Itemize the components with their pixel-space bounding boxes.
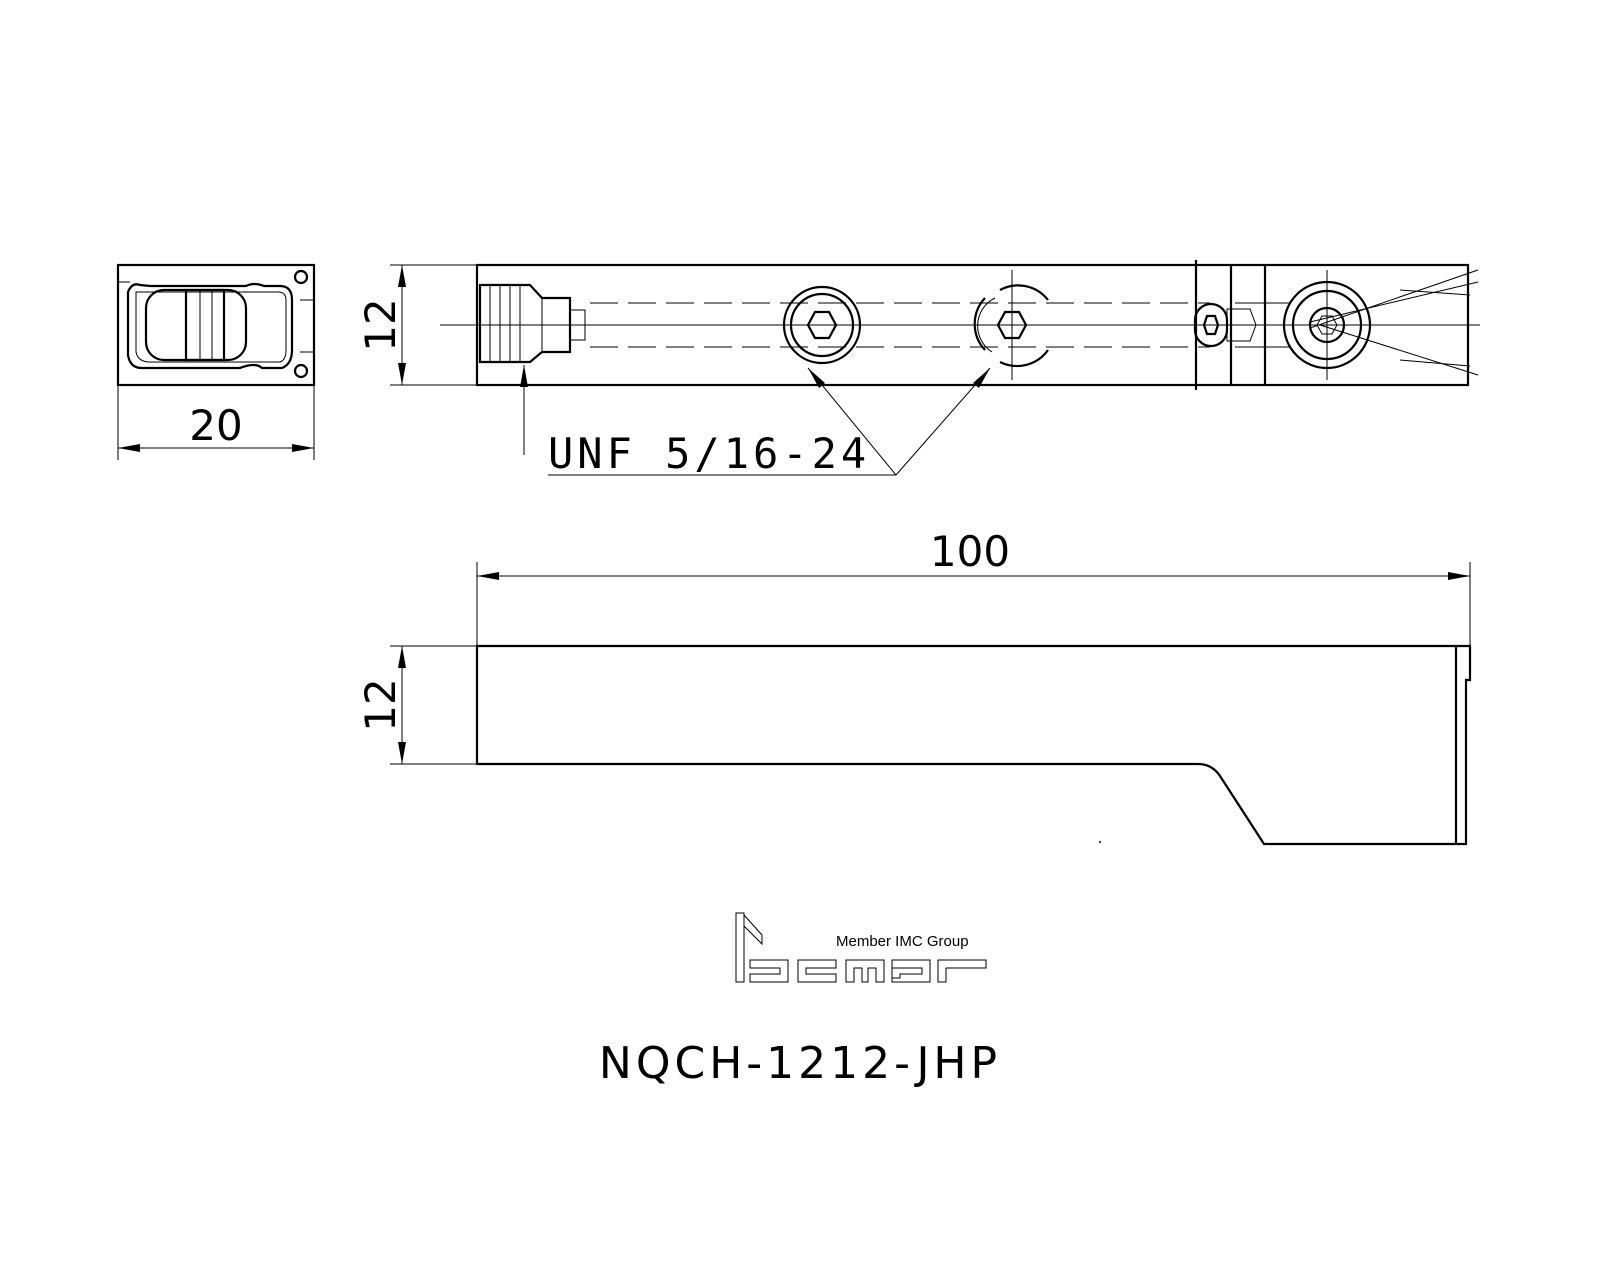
part-number: NQCH-1212-JHP bbox=[599, 1038, 1001, 1089]
stray-dot bbox=[1099, 841, 1101, 843]
end-view bbox=[116, 263, 316, 387]
thread-spec-label: UNF 5/16-24 bbox=[548, 429, 870, 478]
side-view bbox=[475, 644, 1472, 846]
top-view bbox=[440, 260, 1480, 390]
dimension-12-side: 12 bbox=[356, 645, 477, 765]
thread-callout: UNF 5/16-24 bbox=[520, 365, 991, 478]
dimension-20: 20 bbox=[117, 385, 315, 460]
dim-label-length-100: 100 bbox=[930, 527, 1010, 576]
dim-label-width-20: 20 bbox=[189, 401, 242, 450]
iscar-logo: Member IMC Group bbox=[735, 912, 987, 983]
dimension-100: 100 bbox=[476, 527, 1471, 646]
dim-label-height-12-top: 12 bbox=[356, 298, 405, 351]
dim-label-height-12-side: 12 bbox=[356, 678, 405, 731]
logo-tagline: Member IMC Group bbox=[836, 933, 969, 950]
dimension-12-top: 12 bbox=[356, 264, 477, 386]
